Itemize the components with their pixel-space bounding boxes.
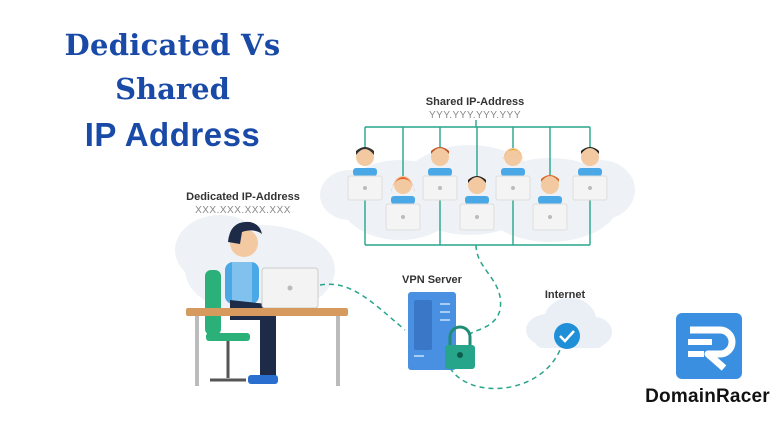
shared-user-6	[532, 175, 568, 231]
shared-user-1	[347, 147, 383, 201]
lock-icon	[445, 325, 475, 369]
domainracer-logo-icon	[676, 313, 742, 379]
dedicated-user-desk	[186, 221, 348, 386]
internet-cloud-icon	[526, 298, 612, 349]
dedicated-ip-address: XXX.XXX.XXX.XXX	[195, 205, 291, 216]
shared-ip-label: Shared IP-Address	[425, 96, 525, 108]
shared-user-5	[495, 148, 531, 201]
shared-user-2	[385, 176, 421, 231]
shared-user-7	[572, 147, 608, 201]
title-line-1: Dedicated Vs	[64, 28, 281, 62]
shared-network-lines	[364, 120, 591, 246]
title-line-3: IP Address	[84, 116, 261, 153]
dedicated-ip-label: Dedicated IP-Address	[186, 191, 300, 203]
internet-label: Internet	[544, 289, 586, 301]
shared-user-3	[422, 147, 458, 201]
shared-user-4	[459, 176, 495, 231]
vpn-server-label: VPN Server	[402, 274, 462, 286]
brand-name: DomainRacer	[645, 386, 770, 407]
vpn-server-icon	[408, 292, 456, 370]
shared-ip-address: YYY.YYY.YYY.YYY	[428, 110, 521, 121]
dashed-connections	[319, 244, 561, 390]
title-line-2: Shared	[115, 72, 230, 106]
